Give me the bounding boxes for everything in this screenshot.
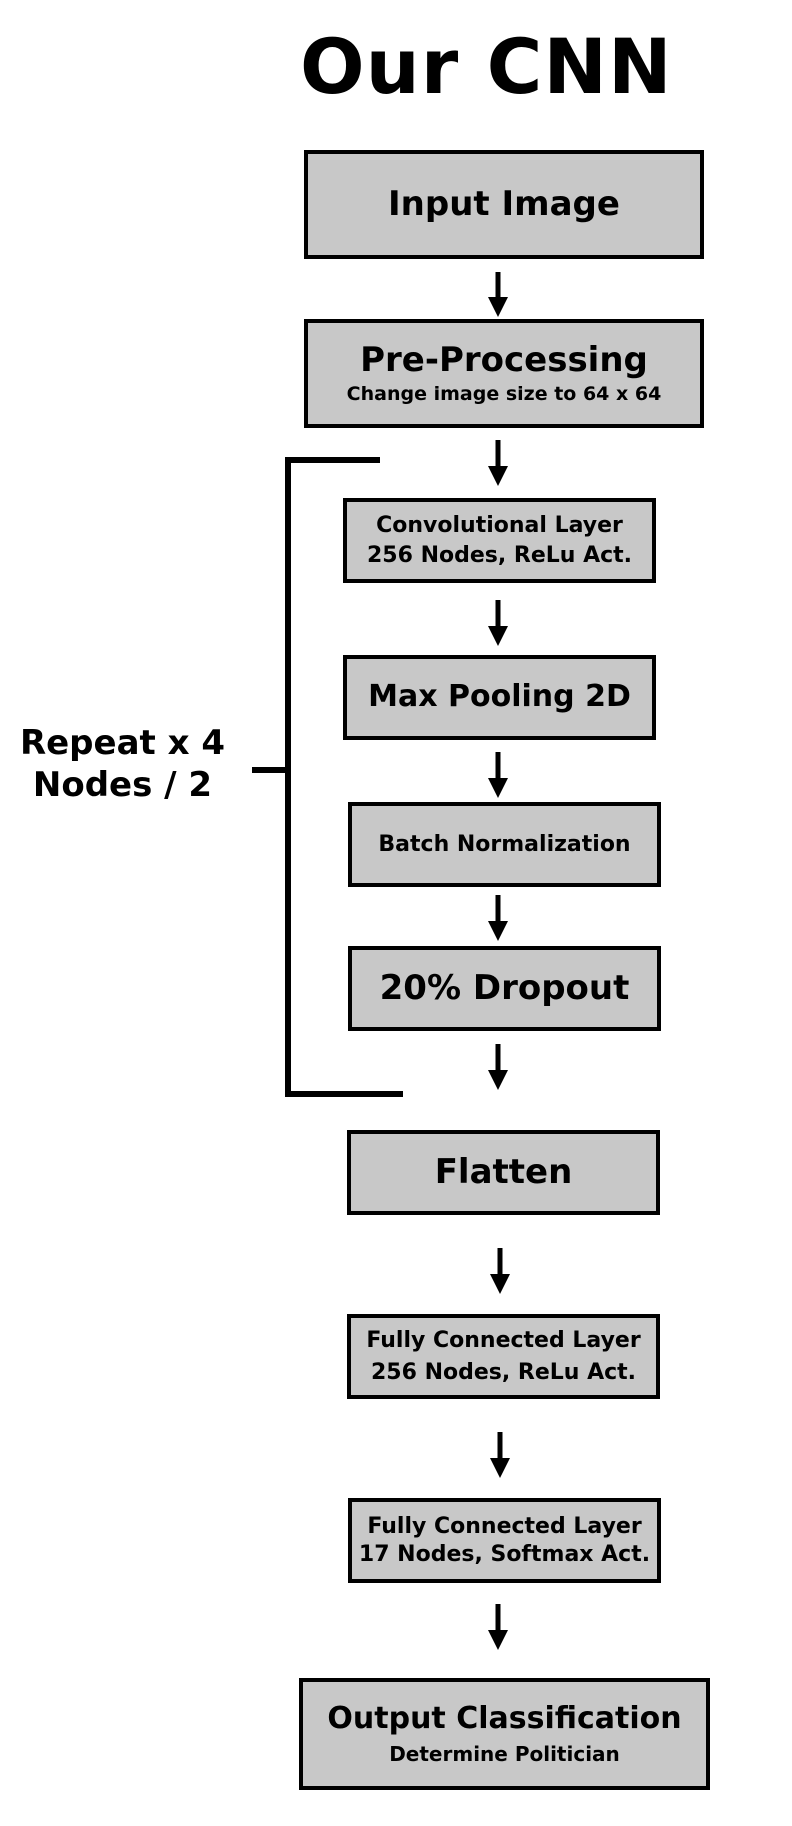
fully-connected-layer-2-box: Fully Connected Layer 17 Nodes, Softmax … [348,1498,661,1583]
max-pooling-box: Max Pooling 2D [343,655,656,740]
repeat-label: Repeat x 4 Nodes / 2 [0,722,245,806]
preprocessing-sublabel: Change image size to 64 x 64 [346,383,662,406]
dropout-box: 20% Dropout [348,946,661,1031]
batch-normalization-label: Batch Normalization [378,831,631,857]
repeat-line2: Nodes / 2 [32,765,213,805]
output-sublabel: Determine Politician [389,1741,620,1766]
fc1-line1: Fully Connected Layer [366,1328,641,1354]
repeat-bracket [252,457,403,1097]
output-classification-box: Output Classification Determine Politici… [299,1678,710,1790]
fc2-line1: Fully Connected Layer [367,1514,642,1540]
batch-normalization-box: Batch Normalization [348,802,661,887]
diagram-title: Our CNN [300,22,673,111]
preprocessing-label: Pre-Processing [360,340,648,381]
fully-connected-layer-1-box: Fully Connected Layer 256 Nodes, ReLu Ac… [347,1314,660,1399]
conv-layer-line2: 256 Nodes, ReLu Act. [366,542,633,568]
max-pooling-label: Max Pooling 2D [368,679,631,715]
fc1-line2: 256 Nodes, ReLu Act. [370,1359,637,1385]
conv-layer-line1: Convolutional Layer [376,513,623,539]
input-image-label: Input Image [388,183,620,224]
preprocessing-box: Pre-Processing Change image size to 64 x… [304,319,704,428]
dropout-label: 20% Dropout [379,967,630,1008]
conv-layer-box: Convolutional Layer 256 Nodes, ReLu Act. [343,498,656,583]
input-image-box: Input Image [304,150,704,259]
fc2-line2: 17 Nodes, Softmax Act. [358,1541,651,1567]
repeat-line1: Repeat x 4 [19,723,226,763]
flatten-box: Flatten [347,1130,660,1215]
output-label: Output Classification [327,1701,682,1737]
flatten-label: Flatten [434,1151,573,1192]
